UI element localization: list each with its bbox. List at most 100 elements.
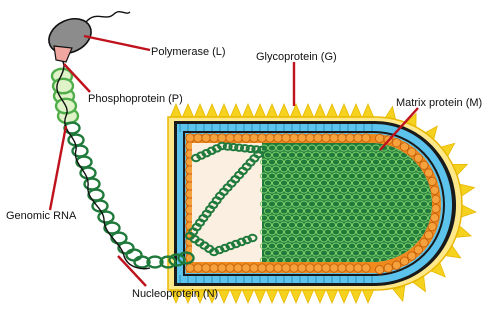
matrix-bead (430, 186, 438, 194)
matrix-bead (322, 134, 330, 142)
glycoprotein-spike (302, 104, 314, 118)
matrix-bead (250, 134, 258, 142)
matrix-bead (234, 134, 242, 142)
matrix-bead (346, 264, 354, 272)
tail-coil (127, 250, 142, 261)
glycoprotein-spike (230, 289, 242, 303)
matrix-bead (234, 264, 242, 272)
label-nucleoprotein: Nucleoprotein (N) (132, 288, 218, 300)
matrix-bead (226, 134, 234, 142)
matrix-bead (432, 195, 440, 203)
matrix-bead (210, 264, 218, 272)
glycoprotein-spike (362, 104, 374, 118)
matrix-bead (202, 134, 210, 142)
glycoprotein-spike (254, 104, 266, 118)
matrix-bead (408, 252, 416, 260)
matrix-bead (250, 264, 258, 272)
glycoprotein-spike (242, 289, 254, 303)
matrix-bead (362, 264, 370, 272)
leader-polymerase (84, 36, 150, 50)
label-genomic-rna: Genomic RNA (6, 210, 77, 222)
glycoprotein-spike (461, 205, 475, 217)
matrix-bead (420, 239, 428, 247)
matrix-bead (218, 264, 226, 272)
matrix-bead (354, 264, 362, 272)
matrix-bead (330, 134, 338, 142)
matrix-bead (354, 134, 362, 142)
glycoprotein-spike (338, 104, 350, 118)
tail-coil (85, 179, 100, 190)
matrix-bead (186, 134, 194, 142)
matrix-bead (424, 169, 432, 177)
matrix-bead (242, 134, 250, 142)
matrix-bead (420, 161, 428, 169)
matrix-bead (210, 134, 218, 142)
matrix-bead (258, 264, 266, 272)
matrix-bead (428, 177, 436, 185)
matrix-bead (414, 154, 422, 162)
glycoprotein-spike (170, 104, 182, 118)
matrix-bead (428, 222, 436, 230)
matrix-bead (186, 264, 194, 272)
glycoprotein-spike (326, 289, 338, 303)
glycoprotein-spike (362, 289, 374, 303)
glycoprotein-spike (218, 104, 230, 118)
glycoprotein-spike (254, 289, 266, 303)
matrix-bead (424, 231, 432, 239)
matrix-bead (314, 134, 322, 142)
glycoprotein-spike (350, 104, 362, 118)
matrix-bead (202, 264, 210, 272)
matrix-bead (400, 257, 408, 265)
virion-body (168, 104, 476, 303)
glycoprotein-spike (230, 104, 242, 118)
glycoprotein-spike (290, 104, 302, 118)
glycoprotein-spike (314, 104, 326, 118)
glycoprotein-spike (290, 289, 302, 303)
matrix-bead (408, 148, 416, 156)
matrix-bead (226, 264, 234, 272)
leader-genomic-rna (50, 126, 66, 210)
glycoprotein-spike (302, 289, 314, 303)
matrix-bead (306, 264, 314, 272)
tail-coil (99, 212, 114, 223)
matrix-bead (322, 264, 330, 272)
glycoprotein-spike (338, 289, 350, 303)
matrix-bead (218, 134, 226, 142)
matrix-bead (242, 264, 250, 272)
label-glycoprotein: Glycoprotein (G) (256, 51, 337, 63)
matrix-bead (266, 134, 274, 142)
label-matrix: Matrix protein (M) (396, 97, 482, 109)
glycoprotein-spike (266, 289, 278, 303)
matrix-bead (290, 264, 298, 272)
matrix-bead (274, 264, 282, 272)
tail-coil (53, 79, 73, 93)
glycoprotein-spike (266, 104, 278, 118)
matrix-bead (346, 134, 354, 142)
matrix-bead (290, 134, 298, 142)
glycoprotein-spike (350, 289, 362, 303)
glycoprotein-spike (278, 104, 290, 118)
matrix-bead (375, 265, 383, 273)
matrix-bead (306, 134, 314, 142)
glycoprotein-spike (194, 104, 206, 118)
matrix-bead (274, 134, 282, 142)
matrix-bead (194, 264, 202, 272)
matrix-bead (314, 264, 322, 272)
tail-coil (112, 233, 127, 244)
tail-coil (77, 157, 92, 168)
glycoprotein-spike (242, 104, 254, 118)
polymerase-tail (86, 12, 130, 22)
matrix-bead (330, 264, 338, 272)
glycoprotein-spike (326, 104, 338, 118)
matrix-bead (282, 134, 290, 142)
glycoprotein-spike (218, 289, 230, 303)
matrix-bead (338, 134, 346, 142)
phosphoprotein-shape (54, 46, 72, 62)
matrix-bead (432, 204, 440, 212)
packed-nucleocapsid (260, 143, 435, 265)
matrix-bead (375, 134, 383, 142)
glycoprotein-spike (182, 104, 194, 118)
matrix-bead (298, 264, 306, 272)
